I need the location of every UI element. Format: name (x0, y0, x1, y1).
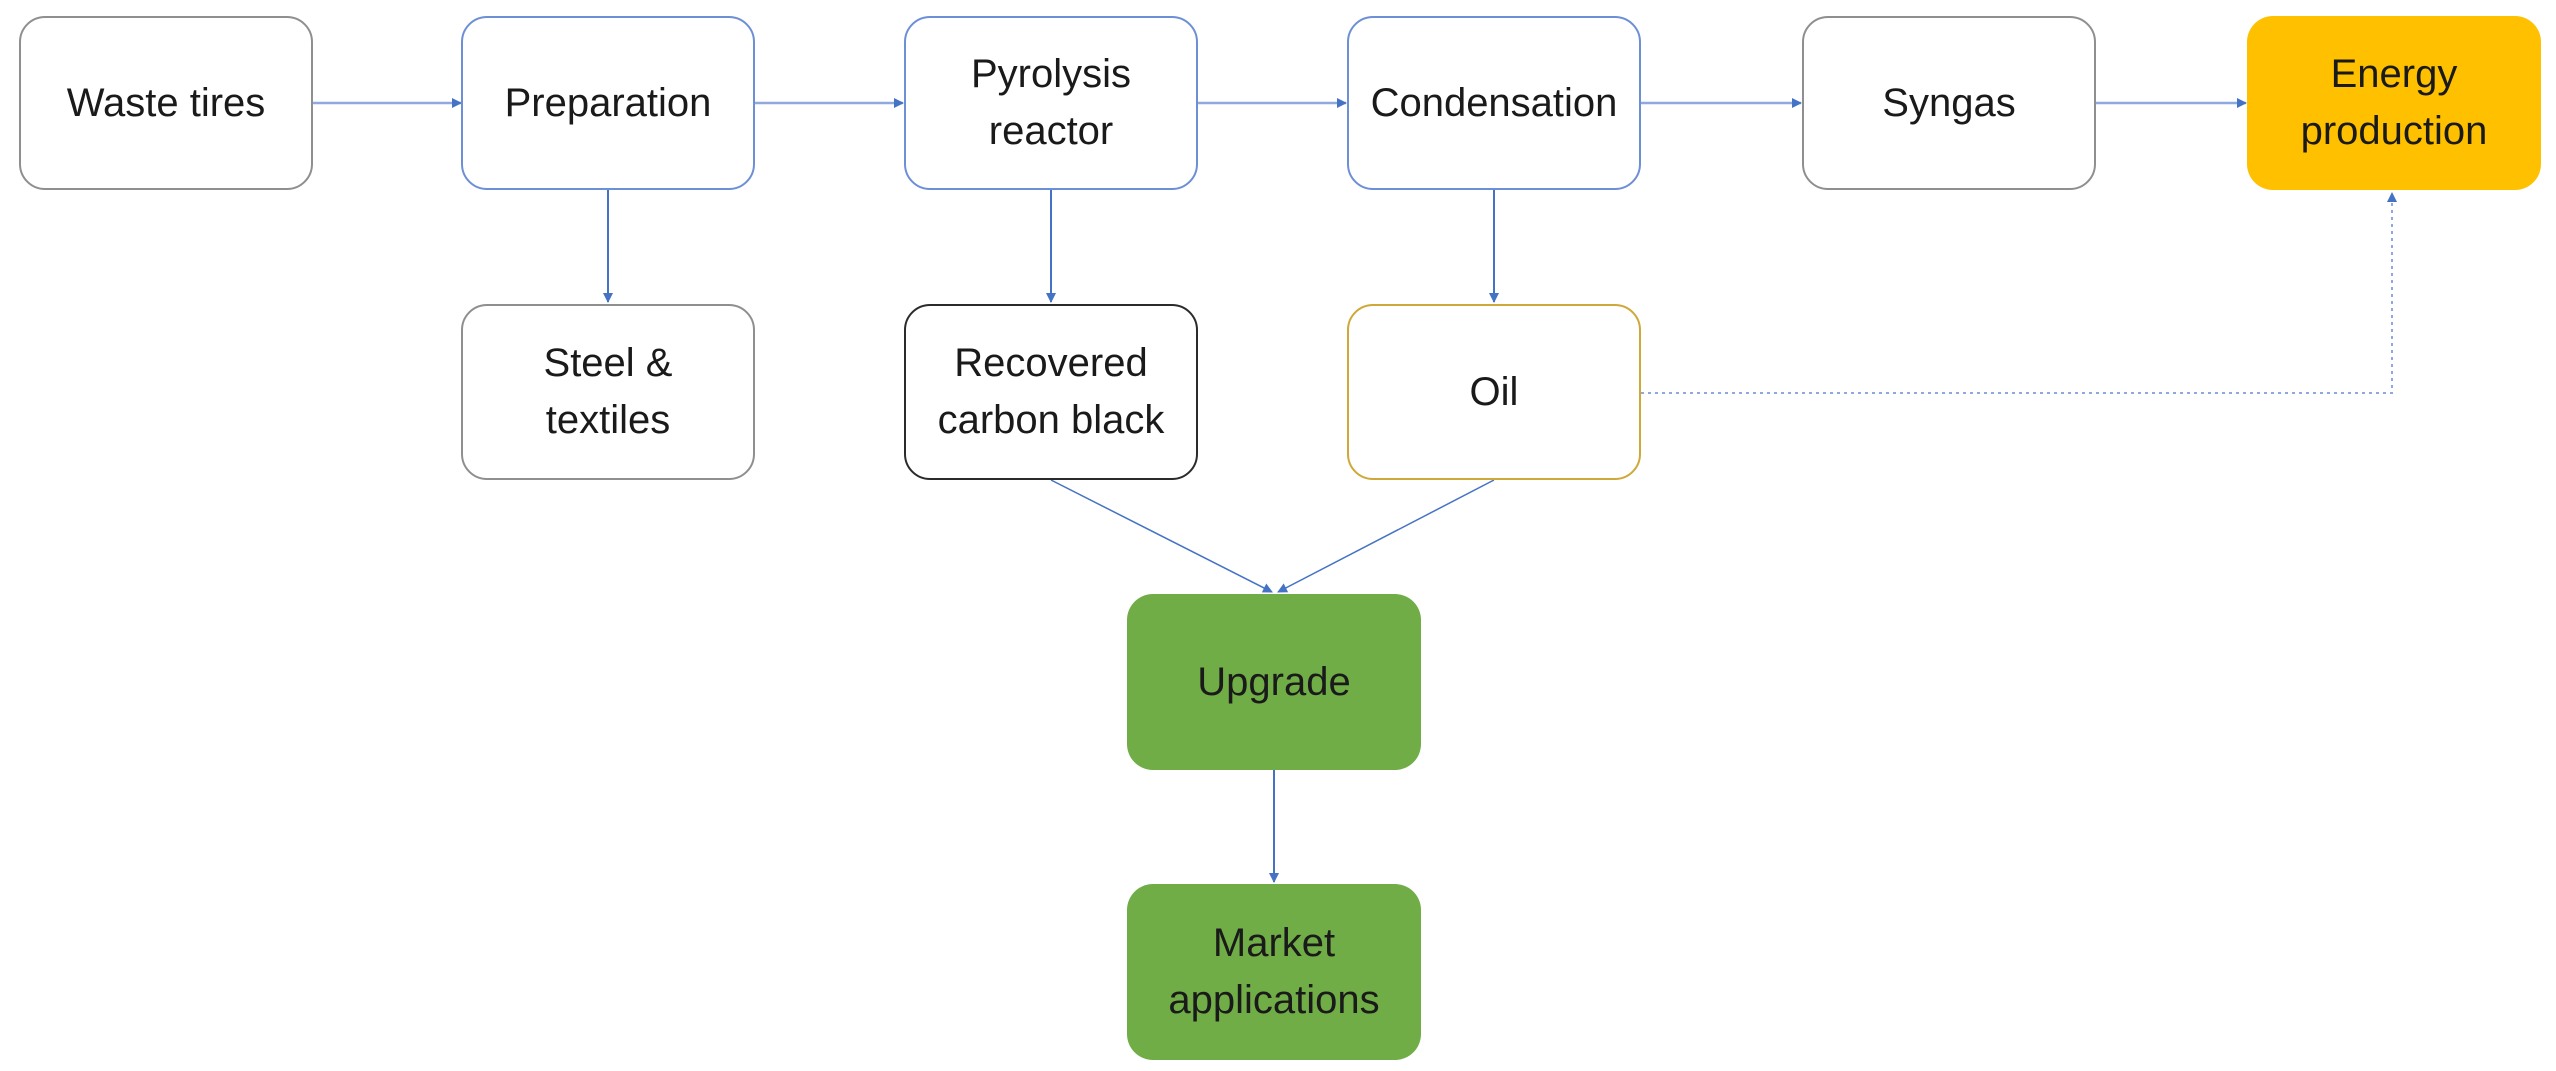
node-oil-label: Oil (1469, 369, 1519, 414)
node-upgrade-label: Upgrade (1197, 659, 1351, 704)
node-oil: Oil (1347, 304, 1641, 480)
node-recovered-carbon-black: Recovered carbon black (904, 304, 1198, 480)
node-preparation: Preparation (461, 16, 755, 190)
node-energy-production-label: Energy production (2300, 52, 2488, 153)
node-recovered-carbon-black-label: Recovered carbon black (937, 341, 1165, 442)
arrow-oil-to-energy (1641, 192, 2397, 394)
node-upgrade: Upgrade (1127, 594, 1421, 770)
node-waste-tires-label: Waste tires (66, 80, 266, 125)
node-steel-textiles-label: Steel & textiles (543, 341, 673, 442)
node-market-applications-label: Market applications (1168, 921, 1380, 1022)
node-condensation: Condensation (1347, 16, 1641, 190)
node-preparation-label: Preparation (504, 80, 712, 125)
node-syngas-label: Syngas (1882, 80, 2016, 125)
arrow-oil-to-upgrade (1277, 479, 1495, 593)
node-pyrolysis-reactor: Pyrolysis reactor (904, 16, 1198, 190)
node-market-applications: Market applications (1127, 884, 1421, 1060)
node-condensation-label: Condensation (1370, 80, 1618, 125)
arrow-carbon-black-to-upgrade (1050, 479, 1273, 593)
node-steel-textiles: Steel & textiles (461, 304, 755, 480)
node-energy-production: Energy production (2247, 16, 2541, 190)
node-waste-tires: Waste tires (19, 16, 313, 190)
node-syngas: Syngas (1802, 16, 2096, 190)
node-pyrolysis-reactor-label: Pyrolysis reactor (970, 52, 1132, 153)
